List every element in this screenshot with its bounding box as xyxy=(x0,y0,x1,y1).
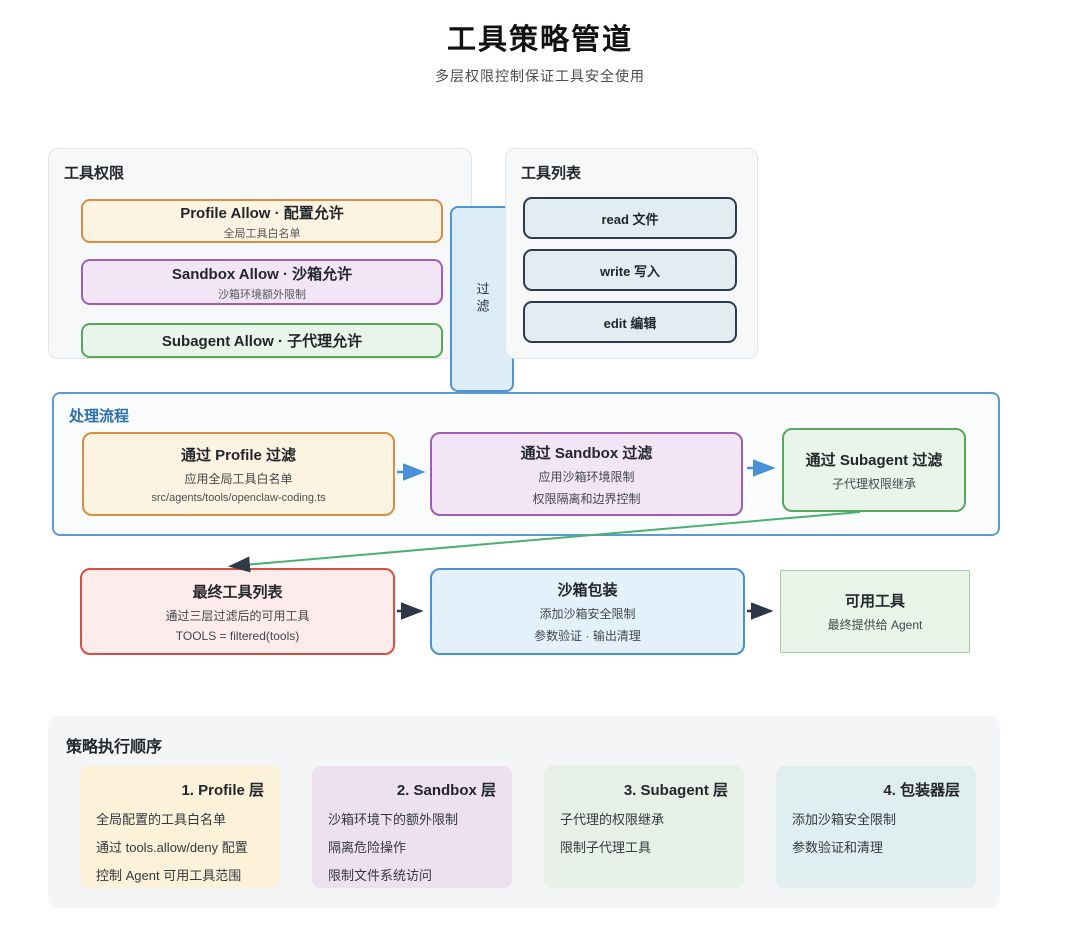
step-line: 应用沙箱环境限制 xyxy=(538,469,635,484)
page-title: 工具策略管道 xyxy=(446,24,633,56)
filter-connector-label: 过滤 xyxy=(474,282,490,316)
node-sandbox-allow: Sandbox Allow · 沙箱允许 沙箱环境额外限制 xyxy=(81,259,443,305)
policy-cards-row: 1. Profile 层 全局配置的工具白名单 通过 tools.allow/d… xyxy=(80,766,976,888)
node-subtitle: 沙箱环境额外限制 xyxy=(218,288,306,301)
step-line: 权限隔离和边界控制 xyxy=(532,491,641,506)
step-title: 通过 Subagent 过滤 xyxy=(805,451,943,469)
step-title: 最终工具列表 xyxy=(192,583,283,601)
card-title: 1. Profile 层 xyxy=(181,782,264,799)
step-line: 应用全局工具白名单 xyxy=(184,472,293,486)
permissions-panel: 工具权限 Profile Allow · 配置允许 全局工具白名单 Sandbo… xyxy=(48,148,472,359)
card-line: 沙箱环境下的额外限制 xyxy=(328,812,459,827)
tools-panel-title: 工具列表 xyxy=(521,165,582,182)
card-title: 2. Sandbox 层 xyxy=(396,782,496,799)
card-line: 通过 tools.allow/deny 配置 xyxy=(96,840,248,855)
node-final-tool-list: 最终工具列表 通过三层过滤后的可用工具 TOOLS = filtered(too… xyxy=(80,568,395,655)
card-line: 添加沙箱安全限制 xyxy=(792,812,897,827)
node-sandbox-filter-step: 通过 Sandbox 过滤 应用沙箱环境限制 权限隔离和边界控制 xyxy=(430,432,743,516)
policy-card-sandbox: 2. Sandbox 层 沙箱环境下的额外限制 隔离危险操作 限制文件系统访问 xyxy=(312,766,512,888)
permissions-panel-title: 工具权限 xyxy=(64,165,125,182)
step-title: 通过 Profile 过滤 xyxy=(180,447,296,464)
card-line: 控制 Agent 可用工具范围 xyxy=(96,868,242,883)
policy-card-profile: 1. Profile 层 全局配置的工具白名单 通过 tools.allow/d… xyxy=(80,766,280,888)
policy-card-wrapper: 4. 包装器层 添加沙箱安全限制 参数验证和清理 xyxy=(776,766,976,888)
card-line: 限制文件系统访问 xyxy=(328,868,433,883)
node-profile-filter-step: 通过 Profile 过滤 应用全局工具白名单 src/agents/tools… xyxy=(82,432,395,516)
card-title: 3. Subagent 层 xyxy=(623,782,728,799)
policy-order-panel: 策略执行顺序 1. Profile 层 全局配置的工具白名单 通过 tools.… xyxy=(48,716,1000,908)
step-code-path: src/agents/tools/openclaw-coding.ts xyxy=(151,492,326,504)
node-profile-allow: Profile Allow · 配置允许 全局工具白名单 xyxy=(81,199,443,243)
policy-card-subagent: 3. Subagent 层 子代理的权限继承 限制子代理工具 xyxy=(544,766,744,888)
card-line: 参数验证和清理 xyxy=(792,840,884,855)
process-flow-container: 处理流程 通过 Profile 过滤 应用全局工具白名单 src/agents/… xyxy=(52,392,1000,536)
node-tool-write: write 写入 xyxy=(523,249,737,291)
node-available-tools: 可用工具 最终提供给 Agent xyxy=(780,570,970,653)
step-line: 参数验证 · 输出清理 xyxy=(534,629,641,643)
card-line: 限制子代理工具 xyxy=(560,840,652,855)
step-line: 通过三层过滤后的可用工具 xyxy=(165,608,310,623)
step-line: 添加沙箱安全限制 xyxy=(539,607,636,621)
node-title: Subagent Allow · 子代理允许 xyxy=(161,333,363,350)
filter-connector-node: 过滤 xyxy=(450,206,514,392)
step-line: 最终提供给 Agent xyxy=(827,618,923,632)
step-title: 可用工具 xyxy=(844,593,905,610)
node-subagent-filter-step: 通过 Subagent 过滤 子代理权限继承 xyxy=(782,428,966,512)
policy-order-title: 策略执行顺序 xyxy=(66,739,163,756)
card-line: 子代理的权限继承 xyxy=(560,812,665,827)
step-code: TOOLS = filtered(tools) xyxy=(175,628,300,643)
process-flow-title: 处理流程 xyxy=(69,408,130,425)
node-title: Sandbox Allow · 沙箱允许 xyxy=(171,265,353,283)
node-tool-read: read 文件 xyxy=(523,197,737,239)
card-line: 全局配置的工具白名单 xyxy=(96,812,227,827)
node-subagent-allow: Subagent Allow · 子代理允许 xyxy=(81,323,443,358)
node-title: Profile Allow · 配置允许 xyxy=(180,204,344,222)
step-title: 通过 Sandbox 过滤 xyxy=(520,444,653,462)
card-title: 4. 包装器层 xyxy=(883,782,960,799)
node-tool-edit: edit 编辑 xyxy=(523,301,737,343)
tools-panel: 工具列表 read 文件 write 写入 edit 编辑 xyxy=(505,148,758,359)
page-subtitle: 多层权限控制保证工具安全使用 xyxy=(435,68,645,84)
node-sandbox-wrap: 沙箱包装 添加沙箱安全限制 参数验证 · 输出清理 xyxy=(430,568,745,655)
step-title: 沙箱包装 xyxy=(557,582,618,599)
card-line: 隔离危险操作 xyxy=(328,840,407,855)
step-line: 子代理权限继承 xyxy=(831,476,916,491)
node-subtitle: 全局工具白名单 xyxy=(223,227,301,240)
